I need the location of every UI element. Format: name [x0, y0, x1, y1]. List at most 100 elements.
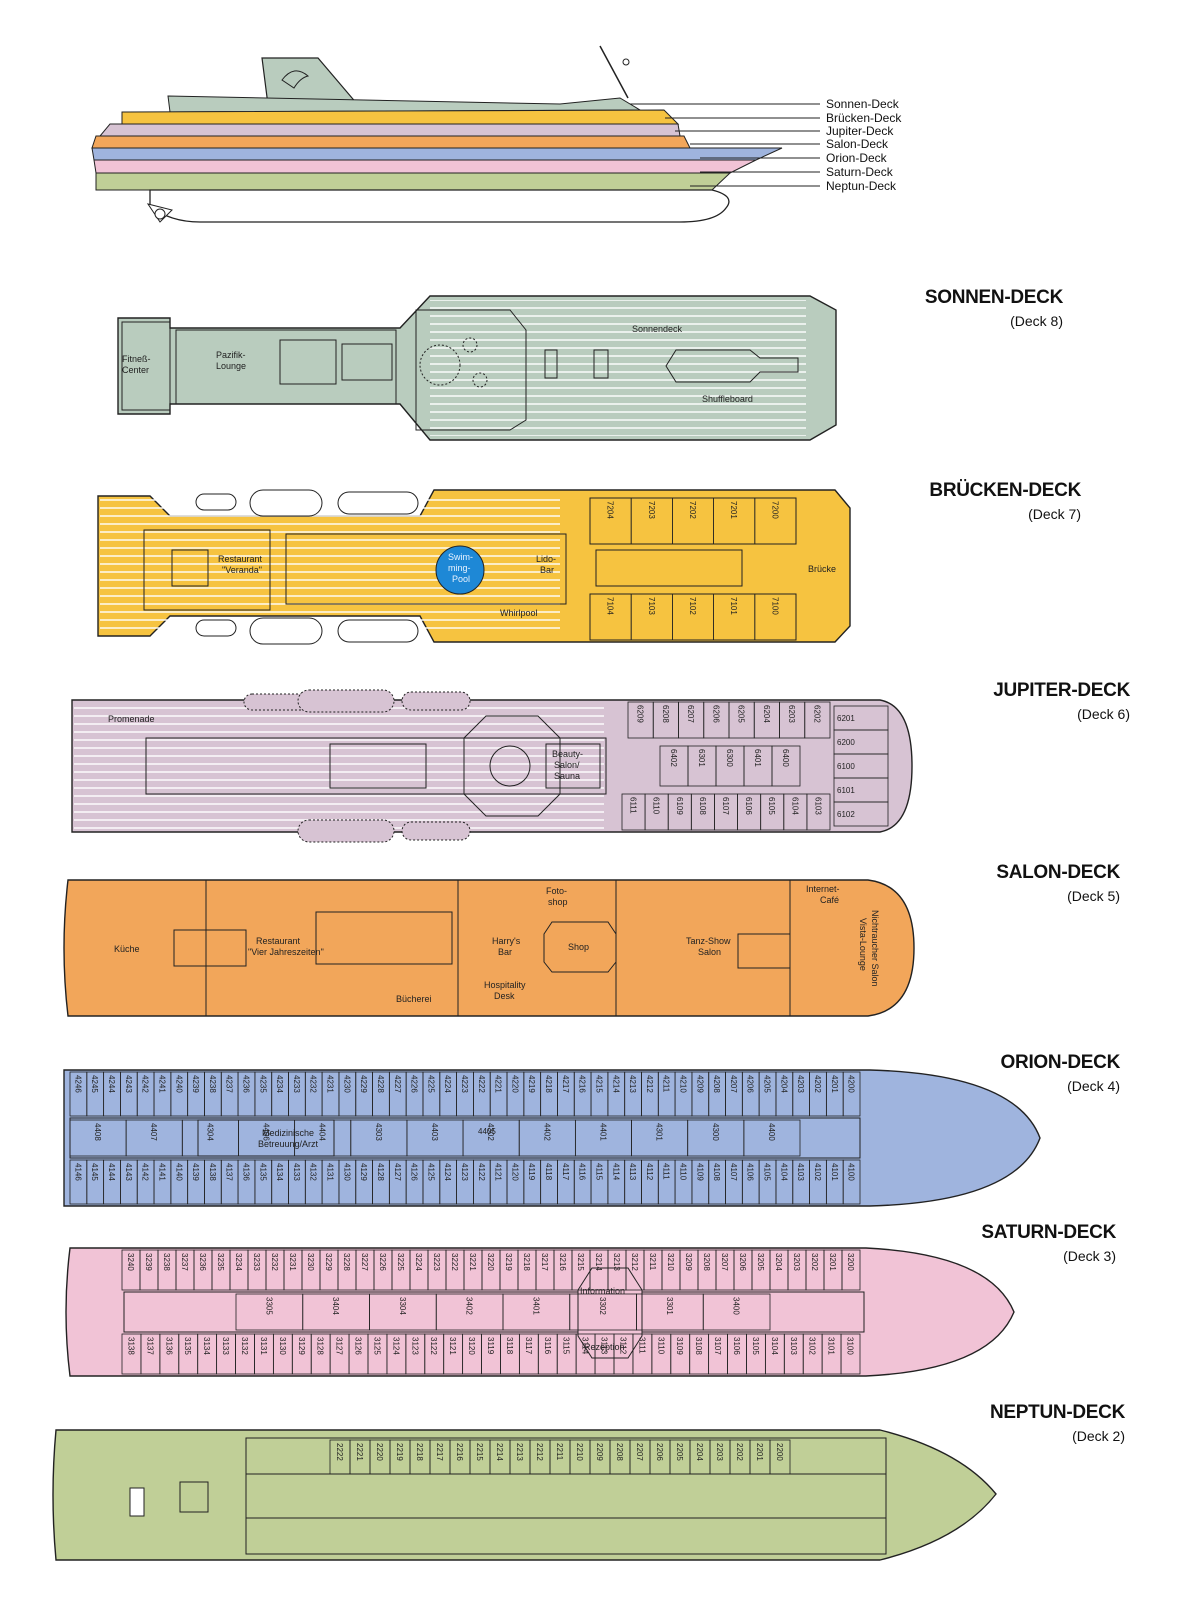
profile-band-salon [91, 135, 691, 149]
cabin-6100: 6109 [675, 797, 684, 815]
cabin-4100: 4146 [73, 1163, 82, 1181]
cabin-3200: 3210 [666, 1253, 675, 1271]
cabin-6300: 6401 [753, 749, 762, 767]
profile-label-sonnen: Sonnen-Deck [826, 97, 900, 111]
cabin-6100: 6110 [652, 797, 661, 815]
profile-label-bruecken: Brücken-Deck [826, 111, 902, 125]
cabin-3200-box [841, 1249, 861, 1291]
cabin-3200: 3240 [126, 1253, 135, 1271]
cabin-4100: 4100 [847, 1163, 856, 1181]
cabin-3200: 3225 [396, 1253, 405, 1271]
cabin-3100: 3137 [145, 1337, 154, 1355]
cabin-4200: 4220 [510, 1075, 519, 1093]
cabin-4200: 4221 [494, 1075, 503, 1093]
cabin-3200: 3208 [702, 1253, 711, 1271]
deck-title-salon: SALON-DECK [996, 862, 1120, 883]
cabin-4100: 4139 [191, 1163, 200, 1181]
room-fitness: Fitneß- [122, 354, 151, 364]
room-kueche: Küche [114, 944, 140, 954]
reception-hall [577, 1267, 643, 1359]
cabin-3100: 3134 [202, 1337, 211, 1355]
cabin-4200: 4229 [359, 1075, 368, 1093]
deck-sub-salon: (Deck 5) [1067, 888, 1120, 904]
cabin-4200: 4232 [309, 1075, 318, 1093]
cabin-7200: 7201 [729, 501, 738, 519]
cabin-4200: 4241 [157, 1075, 166, 1093]
cabin-3200: 3213 [612, 1253, 621, 1271]
cabin-6200: 6207 [686, 705, 695, 723]
room-medizinische-2: Betreuung/Arzt [258, 1139, 319, 1149]
cabin-6100-box [806, 793, 831, 831]
cabin-7200: 7200 [770, 501, 779, 519]
cabin-3100: 3119 [486, 1337, 495, 1355]
room-hospitality: Hospitality [484, 980, 526, 990]
cabin-3300: 3404 [331, 1297, 340, 1315]
cabin-7100-box [754, 593, 797, 641]
cabin-3100: 3135 [183, 1337, 192, 1355]
cabin-4100: 4105 [763, 1163, 772, 1181]
room-shuffleboard: Shuffleboard [702, 394, 753, 404]
hull-bottom [149, 189, 730, 223]
cabin-4100: 4144 [107, 1163, 116, 1181]
room-hospitality-2: Desk [494, 991, 515, 1001]
room-pool: Swim- [448, 552, 473, 562]
room-beauty-3: Sauna [554, 771, 580, 781]
cabin-2200: 2202 [735, 1443, 744, 1461]
cabin-4200: 4206 [746, 1075, 755, 1093]
cabin-4100: 4112 [645, 1163, 654, 1181]
profile-label-orion: Orion-Deck [826, 151, 888, 165]
cabin-4100: 4133 [292, 1163, 301, 1181]
cabin-3100: 3113 [600, 1337, 609, 1355]
cabin-3200: 3218 [522, 1253, 531, 1271]
cabin-4100: 4113 [628, 1163, 637, 1181]
cabin-4200: 4246 [73, 1075, 82, 1093]
cabin-3200: 3214 [594, 1253, 603, 1271]
cabin-3200: 3223 [432, 1253, 441, 1271]
cabin-bow-box [833, 801, 889, 827]
deck-title-jupiter: JUPITER-DECK [993, 680, 1130, 701]
cabin-2200: 2209 [595, 1443, 604, 1461]
cabin-4200: 4201 [830, 1075, 839, 1093]
cabin-4400: 4404 [318, 1123, 327, 1141]
cabin-3200: 3205 [756, 1253, 765, 1271]
cabin-6100: 6103 [813, 797, 822, 815]
room-pazifik: Pazifik- [216, 350, 246, 360]
cabin-2200: 2219 [395, 1443, 404, 1461]
cabin-4400: 4408 [93, 1123, 102, 1141]
room-rezeption: Rezeption [584, 1342, 625, 1352]
cabin-3100: 3115 [562, 1337, 571, 1355]
cabin-2200: 2200 [775, 1443, 784, 1461]
cabin-3200: 3237 [180, 1253, 189, 1271]
deck-sub-sonnen: (Deck 8) [1010, 313, 1063, 329]
cabin-4200: 4230 [342, 1075, 351, 1093]
cabin-3200: 3207 [720, 1253, 729, 1271]
cabin-3200: 3236 [198, 1253, 207, 1271]
profile-band-neptun [95, 172, 732, 191]
cabin-4200: 4214 [611, 1075, 620, 1093]
cabin-4200: 4211 [662, 1075, 671, 1093]
cabin-3100-box [840, 1333, 861, 1375]
cabin-6200: 6206 [711, 705, 720, 723]
deck-sub-bruecken: (Deck 7) [1028, 506, 1081, 522]
room-pool-3: Pool [452, 574, 470, 584]
room-sonnendeck: Sonnendeck [632, 324, 683, 334]
cabin-3200: 3239 [144, 1253, 153, 1271]
profile-band-orion [91, 147, 783, 161]
cabin-4200: 4203 [796, 1075, 805, 1093]
cabin-2200: 2211 [555, 1443, 564, 1461]
cabin-3200: 3206 [738, 1253, 747, 1271]
profile-band-jupiter [98, 123, 681, 137]
cabin-2200: 2207 [635, 1443, 644, 1461]
cabin-4100: 4141 [157, 1163, 166, 1181]
cabin-2200: 2215 [475, 1443, 484, 1461]
room-medizinische: Medizinische [262, 1128, 314, 1138]
cabin-6300: 6300 [725, 749, 734, 767]
cabin-3300: 3301 [665, 1297, 674, 1315]
cabin-3300: 3401 [531, 1297, 540, 1315]
